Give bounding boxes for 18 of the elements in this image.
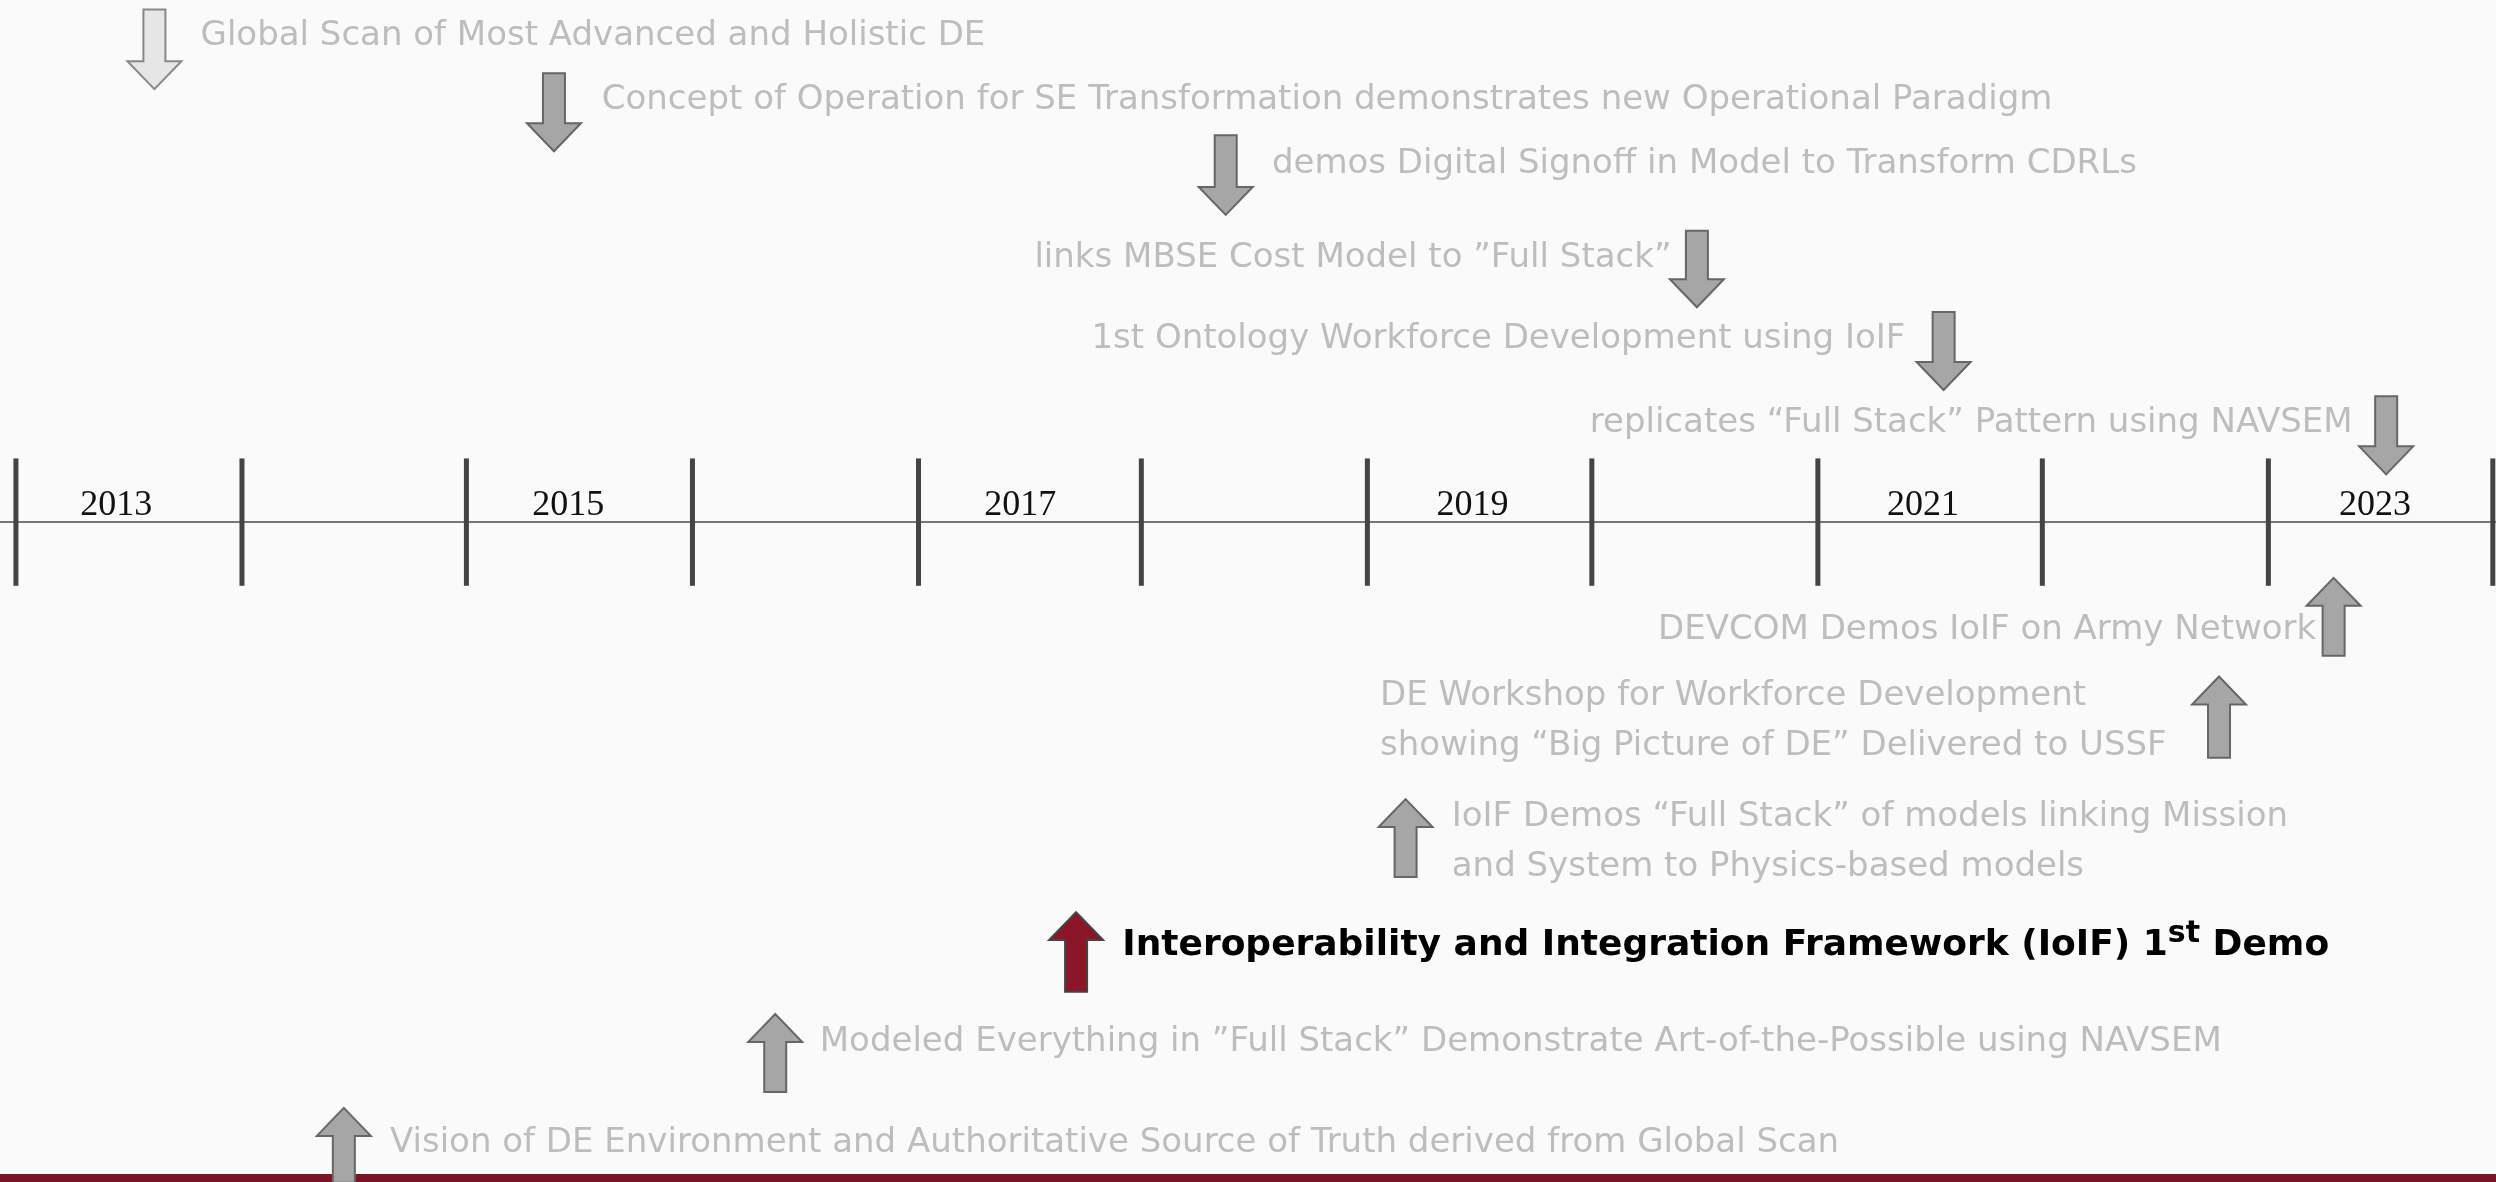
milestone-text: Concept of Operation for SE Transformation demonstrates new Operational Paradigm (601, 76, 2053, 120)
milestone-text: IoIF Demos “Full Stack” of models linking Mission and System to Physics-based models (1451, 792, 2290, 886)
year-label: 2013 (80, 482, 153, 524)
milestone-text: links MBSE Cost Model to ”Full Stack” (1034, 233, 1672, 277)
year-label: 2021 (1886, 482, 1959, 524)
milestone-text: DEVCOM Demos IoIF on Army Network (1658, 606, 2317, 650)
milestone-text: DE Workshop for Workforce Development showing “Big Picture of DE” Delivered to USSF (1380, 671, 2168, 765)
milestone-text: Global Scan of Most Advanced and Holistic DE (200, 12, 986, 56)
milestone-text: Vision of DE Environment and Authoritative Source of Truth derived from Global Scan (390, 1118, 1840, 1162)
milestone-text: replicates “Full Stack” Pattern using NAVSEM (1589, 399, 2353, 443)
milestone-text: demos Digital Signoff in Model to Transform CDRLs (1271, 139, 2137, 183)
year-label: 2015 (532, 482, 605, 524)
year-label: 2023 (2339, 482, 2411, 524)
year-label: 2019 (1436, 482, 1509, 524)
milestone-text: 1st Ontology Workforce Development using IoIF (1091, 314, 1906, 358)
milestone-text: Modeled Everything in ”Full Stack” Demonstrate Art-of-the-Possible using NAVSEM (819, 1018, 2222, 1062)
milestone-text: Interoperability and Integration Framework (IoIF) 1$^{st}$ Demo (1122, 913, 2330, 966)
year-label: 2017 (984, 482, 1057, 524)
